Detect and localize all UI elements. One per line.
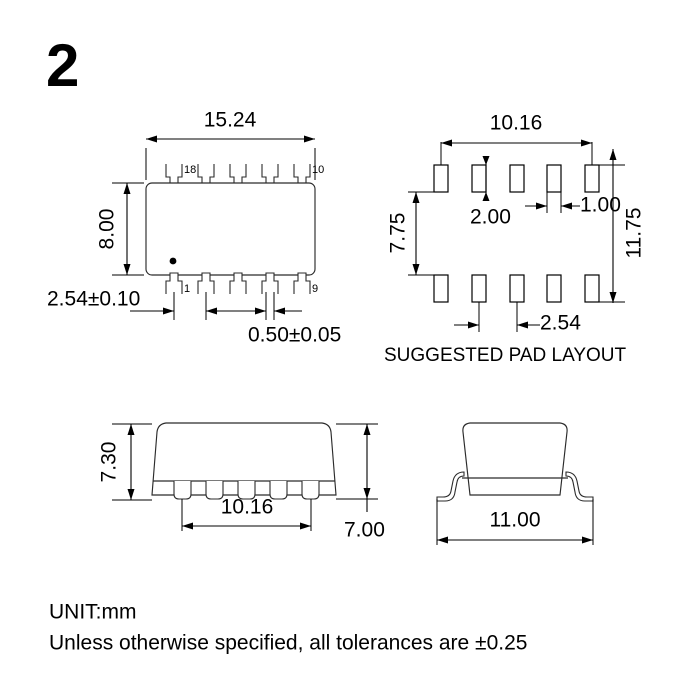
end-lead-left: [436, 471, 465, 502]
dimension-value-inner-height: 7.75: [387, 213, 410, 254]
pad-row-bottom: [433, 274, 600, 303]
pin-label-10: 10: [312, 164, 324, 176]
dimension-pad-pitch-2-54: 2.54: [454, 302, 581, 335]
dimension-value-pitch: 2.54±0.10: [47, 288, 140, 311]
pad: [584, 274, 600, 303]
dimension-lead-span-10-16: 10.16: [181, 496, 312, 531]
pin-label-9: 9: [312, 283, 318, 295]
pad: [509, 164, 525, 193]
pad: [509, 274, 525, 303]
pad-layout-view: 10.16 2.00: [384, 112, 646, 366]
dimension-end-lead-span-11-00: 11.00: [436, 499, 594, 545]
pad: [546, 164, 562, 193]
pad-row-top: [433, 164, 600, 193]
dimension-value-height: 8.00: [96, 209, 119, 250]
dimension-pitch-2-54: 2.54±0.10: [47, 288, 250, 320]
pad: [546, 274, 562, 303]
dimension-value-outer-height: 11.75: [623, 208, 646, 259]
dimension-value-body-depth: 7.00: [344, 519, 385, 542]
pin-label-18: 18: [184, 164, 196, 176]
dimension-body-depth-7-00: 7.00: [336, 423, 385, 542]
dimension-height-8-00: 8.00: [96, 182, 144, 276]
sheet-number: 2: [46, 32, 79, 99]
dimension-pad-height-2-00: 2.00: [470, 156, 511, 229]
pad: [433, 164, 449, 193]
dimension-value-width: 15.24: [204, 109, 257, 132]
dimension-value-pad-width: 1.00: [580, 194, 621, 217]
dimension-width-15-24: 15.24: [145, 109, 316, 180]
top-pin-row: 18 10: [165, 164, 324, 186]
end-lead-right: [565, 471, 594, 502]
dimension-value-pad-pitch: 2.54: [540, 312, 581, 335]
dimension-pad-span-10-16: 10.16: [440, 112, 593, 172]
pad: [584, 164, 600, 193]
side-view: 7.30 10.16 7.00: [98, 422, 385, 542]
side-body-outline: [151, 422, 337, 496]
dimension-pin-width-0-50: 0.50±0.05: [238, 292, 341, 347]
dimension-value-lead-span: 10.16: [221, 496, 274, 519]
note-tolerance: Unless otherwise specified, all toleranc…: [49, 632, 527, 655]
dimension-value-end-lead-span: 11.00: [490, 509, 541, 532]
side-lead-row: [173, 481, 320, 500]
dimension-inner-height-7-75: 7.75: [387, 191, 440, 276]
dimension-outer-height-11-75: 11.75: [599, 149, 646, 303]
bottom-pin-row: 1 9: [165, 272, 318, 295]
end-view: 11.00: [436, 422, 594, 545]
note-unit: UNIT:mm: [49, 601, 137, 624]
dimension-body-height-7-30: 7.30: [98, 423, 152, 501]
end-body-outline: [462, 422, 568, 496]
pad: [433, 274, 449, 303]
package-body-outline: [145, 182, 316, 276]
pad-layout-caption: SUGGESTED PAD LAYOUT: [384, 345, 627, 366]
pin-label-1: 1: [184, 283, 190, 295]
pad: [471, 274, 487, 303]
pad: [471, 164, 487, 193]
dimension-value-body-height: 7.30: [98, 442, 121, 483]
notes-block: UNIT:mm Unless otherwise specified, all …: [49, 601, 527, 655]
dimension-value-pin-width: 0.50±0.05: [248, 324, 341, 347]
pin-one-dot-marker: [169, 257, 177, 265]
dimension-value-pad-height: 2.00: [470, 206, 511, 229]
top-view: 15.24 18 10 1 9: [47, 109, 341, 347]
dimension-value-pad-span: 10.16: [490, 112, 543, 135]
dimension-pad-width-1-00: 1.00: [525, 192, 621, 217]
